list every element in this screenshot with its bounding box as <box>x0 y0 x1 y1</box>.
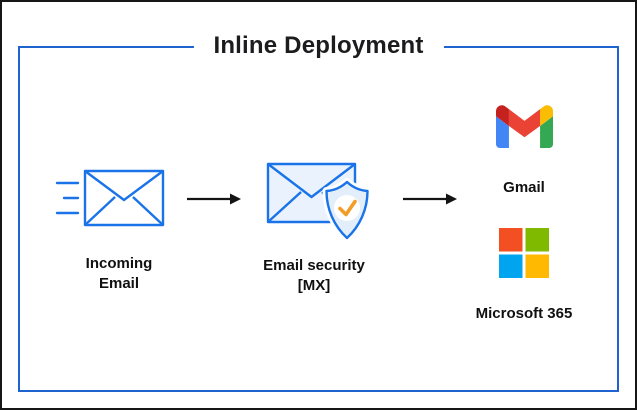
arrow-shape <box>187 193 241 205</box>
right-arrow-icon <box>187 193 241 205</box>
gmail-top-right-fold <box>540 105 553 126</box>
right-arrow-icon <box>403 193 457 205</box>
envelope-flap <box>84 170 164 202</box>
ms-square-top-right <box>525 228 549 252</box>
checkmark-icon <box>338 199 357 217</box>
microsoft-365-logo-icon <box>499 228 549 278</box>
ms-square-bottom-left <box>499 254 523 278</box>
gmail-label: Gmail <box>503 179 545 196</box>
gmail-left-bar <box>496 116 509 148</box>
gmail-right-bar <box>540 116 553 148</box>
shield-inner-circle <box>334 195 360 221</box>
envelope-fold-left <box>267 191 302 223</box>
envelope-fold-left <box>84 196 116 226</box>
envelope-flap <box>267 163 356 199</box>
ms-square-top-left <box>499 228 523 252</box>
incoming-email-icon <box>55 169 165 227</box>
gmail-m-shape <box>508 109 541 138</box>
email-security-label: Email security [MX] <box>263 257 365 294</box>
gmail-top-left-fold <box>496 105 509 126</box>
ms-square-bottom-right <box>525 254 549 278</box>
motion-lines-icon <box>55 181 80 215</box>
envelope-outline <box>83 169 165 227</box>
microsoft-365-label: Microsoft 365 <box>475 305 573 322</box>
gmail-logo-icon <box>496 105 553 148</box>
diagram-title: Inline Deployment <box>193 32 444 60</box>
arrow-shape <box>403 193 457 205</box>
incoming-email-label: Incoming Email <box>85 255 153 292</box>
shield-check-icon <box>322 178 372 242</box>
envelope-fold-right <box>132 196 164 226</box>
email-security-icon <box>266 162 372 242</box>
